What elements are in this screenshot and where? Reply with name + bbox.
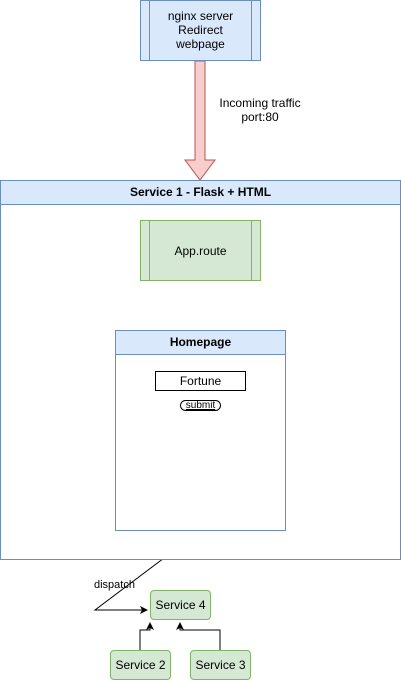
fortune-field: Fortune	[155, 371, 246, 391]
incoming-traffic-line2: port:80	[241, 110, 279, 124]
service2-node: Service 2	[110, 650, 171, 680]
service1-title: Service 1 - Flask + HTML	[1, 181, 400, 205]
homepage-title: Homepage	[116, 331, 285, 355]
incoming-traffic-line1: Incoming traffic	[219, 96, 301, 110]
approute-label: App.route	[174, 244, 227, 258]
nginx-server-label: nginx server Redirect webpage	[167, 9, 234, 51]
service2-to-service4-connector	[139, 622, 154, 650]
service3-node: Service 3	[190, 650, 251, 680]
submit-button: submit	[180, 400, 221, 411]
process-left-bar	[149, 1, 150, 60]
incoming-traffic-label: Incoming traffic port:80	[214, 96, 306, 124]
service3-to-service4-connector	[176, 622, 221, 650]
service4-node: Service 4	[150, 590, 211, 620]
incoming-traffic-arrow	[184, 60, 216, 181]
homepage-container: Homepage	[115, 330, 286, 531]
process-right-bar	[251, 1, 252, 60]
nginx-server-node: nginx server Redirect webpage	[140, 0, 261, 61]
approute-node: App.route	[140, 220, 261, 281]
dispatch-label: dispatch	[94, 579, 135, 591]
process-right-bar	[251, 221, 252, 280]
process-left-bar	[149, 221, 150, 280]
